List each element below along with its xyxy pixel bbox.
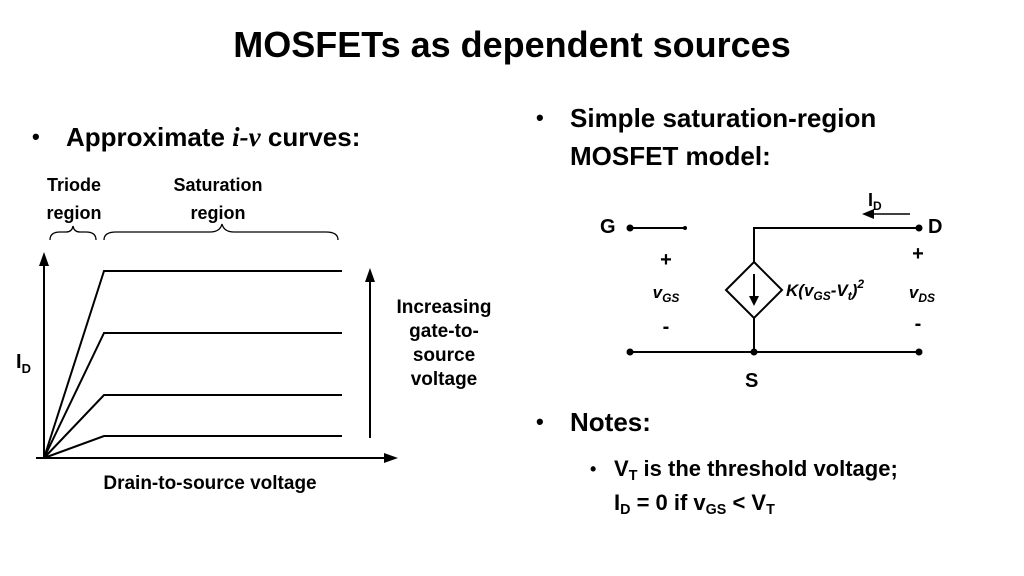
iv-curve-1	[43, 270, 342, 459]
vgs-label: vGS	[653, 283, 680, 305]
y-axis-arrowhead	[39, 252, 49, 266]
note-line2: ID = 0 if vGS < VT	[614, 490, 775, 518]
bullet-dot: •	[536, 105, 544, 130]
vgs-minus: -	[663, 316, 670, 338]
iv-curve-2	[43, 332, 342, 459]
terminal-g-label: G	[600, 216, 616, 238]
slide-title: MOSFETs as dependent sources	[233, 24, 791, 65]
increasing-label-line2: gate-to-	[409, 321, 479, 342]
drain-wire	[753, 227, 919, 262]
drain-node	[915, 224, 923, 232]
triode-label-line2: region	[46, 203, 101, 223]
bottom-left-node	[626, 348, 634, 356]
bullet-notes: • Notes:	[536, 403, 651, 441]
source-formula: K(vGS-Vt)2	[786, 277, 864, 303]
x-axis-arrowhead	[384, 453, 398, 463]
sub-bullet-dot: •	[590, 459, 597, 479]
vds-minus: -	[915, 313, 922, 335]
id-arrow-head	[862, 209, 874, 219]
terminal-s-label: S	[745, 370, 758, 390]
vds-label: vDS	[909, 283, 935, 305]
saturation-brace	[103, 223, 339, 241]
saturation-label-line2: region	[190, 203, 245, 223]
notes-label: Notes:	[570, 407, 651, 437]
vgs-plus: +	[660, 249, 672, 271]
bullet-text-post: curves:	[260, 122, 361, 152]
terminal-d-label: D	[928, 216, 942, 238]
increasing-label-line1: Increasing	[396, 297, 491, 318]
triode-brace	[49, 225, 97, 241]
note-line1: VT is the threshold voltage;	[614, 456, 898, 484]
source-arrow-head	[749, 296, 759, 306]
gate-open-end	[683, 226, 687, 230]
vds-plus: +	[912, 243, 924, 265]
bullet-dot: •	[536, 409, 544, 434]
bullet-saturation-line1: Simple saturation-region	[570, 103, 877, 133]
iv-curve-3	[43, 394, 342, 459]
bullet-saturation-line2: MOSFET model:	[570, 141, 771, 171]
bullet-dot: •	[32, 124, 40, 149]
gate-node	[626, 224, 634, 232]
triode-label-line1: Triode	[47, 175, 101, 195]
note-threshold: • VT is the threshold voltage; ID = 0 if…	[590, 452, 898, 520]
y-axis-label: ID	[16, 351, 31, 376]
bullet-text-italic: i-v	[232, 122, 261, 152]
iv-curves-graph: Triode region Saturation region ID Drain…	[16, 175, 492, 494]
increasing-label-line3: source	[413, 345, 475, 366]
id-label: ID	[868, 190, 882, 213]
bottom-right-node	[915, 348, 923, 356]
x-axis-label: Drain-to-source voltage	[103, 473, 316, 494]
iv-curve-4	[43, 435, 342, 459]
bullet-saturation-model: • Simple saturation-region MOSFET model:	[536, 99, 877, 175]
saturation-label-line1: Saturation	[173, 175, 262, 195]
increasing-label-line4: voltage	[411, 369, 478, 390]
mosfet-circuit: G D S ID K(vGS-Vt)2 + vGS - + vDS -	[600, 190, 942, 390]
bullet-approximate-curves: • Approximate i-v curves:	[32, 118, 361, 156]
source-node	[750, 348, 758, 356]
increasing-arrow-head	[365, 268, 375, 282]
bullet-text-pre: Approximate	[66, 122, 233, 152]
